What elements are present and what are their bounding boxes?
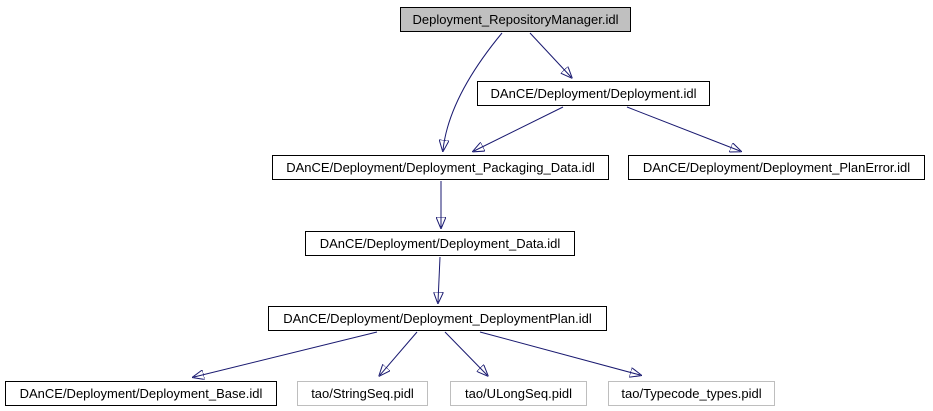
edge-data-dplan bbox=[438, 256, 440, 302]
node-deployment-idl[interactable]: DAnCE/Deployment/Deployment.idl bbox=[477, 81, 710, 106]
edge-dplan-typecode bbox=[479, 331, 640, 375]
node-deployment-deploymentplan-idl[interactable]: DAnCE/Deployment/Deployment_DeploymentPl… bbox=[268, 306, 607, 331]
node-deployment-planerror-idl[interactable]: DAnCE/Deployment/Deployment_PlanError.id… bbox=[628, 155, 925, 180]
edge-dplan-ulongseq bbox=[444, 331, 487, 375]
edge-dplan-stringseq bbox=[380, 331, 418, 375]
node-tao-ulongseq-pidl[interactable]: tao/ULongSeq.pidl bbox=[450, 381, 587, 406]
node-deployment-packaging-data-idl[interactable]: DAnCE/Deployment/Deployment_Packaging_Da… bbox=[272, 155, 609, 180]
edge-deployment-packaging bbox=[474, 106, 564, 151]
node-deployment-data-idl[interactable]: DAnCE/Deployment/Deployment_Data.idl bbox=[305, 231, 575, 256]
edge-root-deployment bbox=[529, 32, 571, 77]
node-deployment-base-idl[interactable]: DAnCE/Deployment/Deployment_Base.idl bbox=[5, 381, 277, 406]
edge-root-packaging bbox=[443, 32, 503, 150]
node-deployment-repositorymanager-idl[interactable]: Deployment_RepositoryManager.idl bbox=[400, 7, 631, 32]
node-tao-stringseq-pidl[interactable]: tao/StringSeq.pidl bbox=[297, 381, 428, 406]
node-tao-typecode-types-pidl[interactable]: tao/Typecode_types.pidl bbox=[608, 381, 775, 406]
edge-dplan-base bbox=[194, 331, 378, 377]
edge-deployment-planerror bbox=[626, 106, 740, 151]
